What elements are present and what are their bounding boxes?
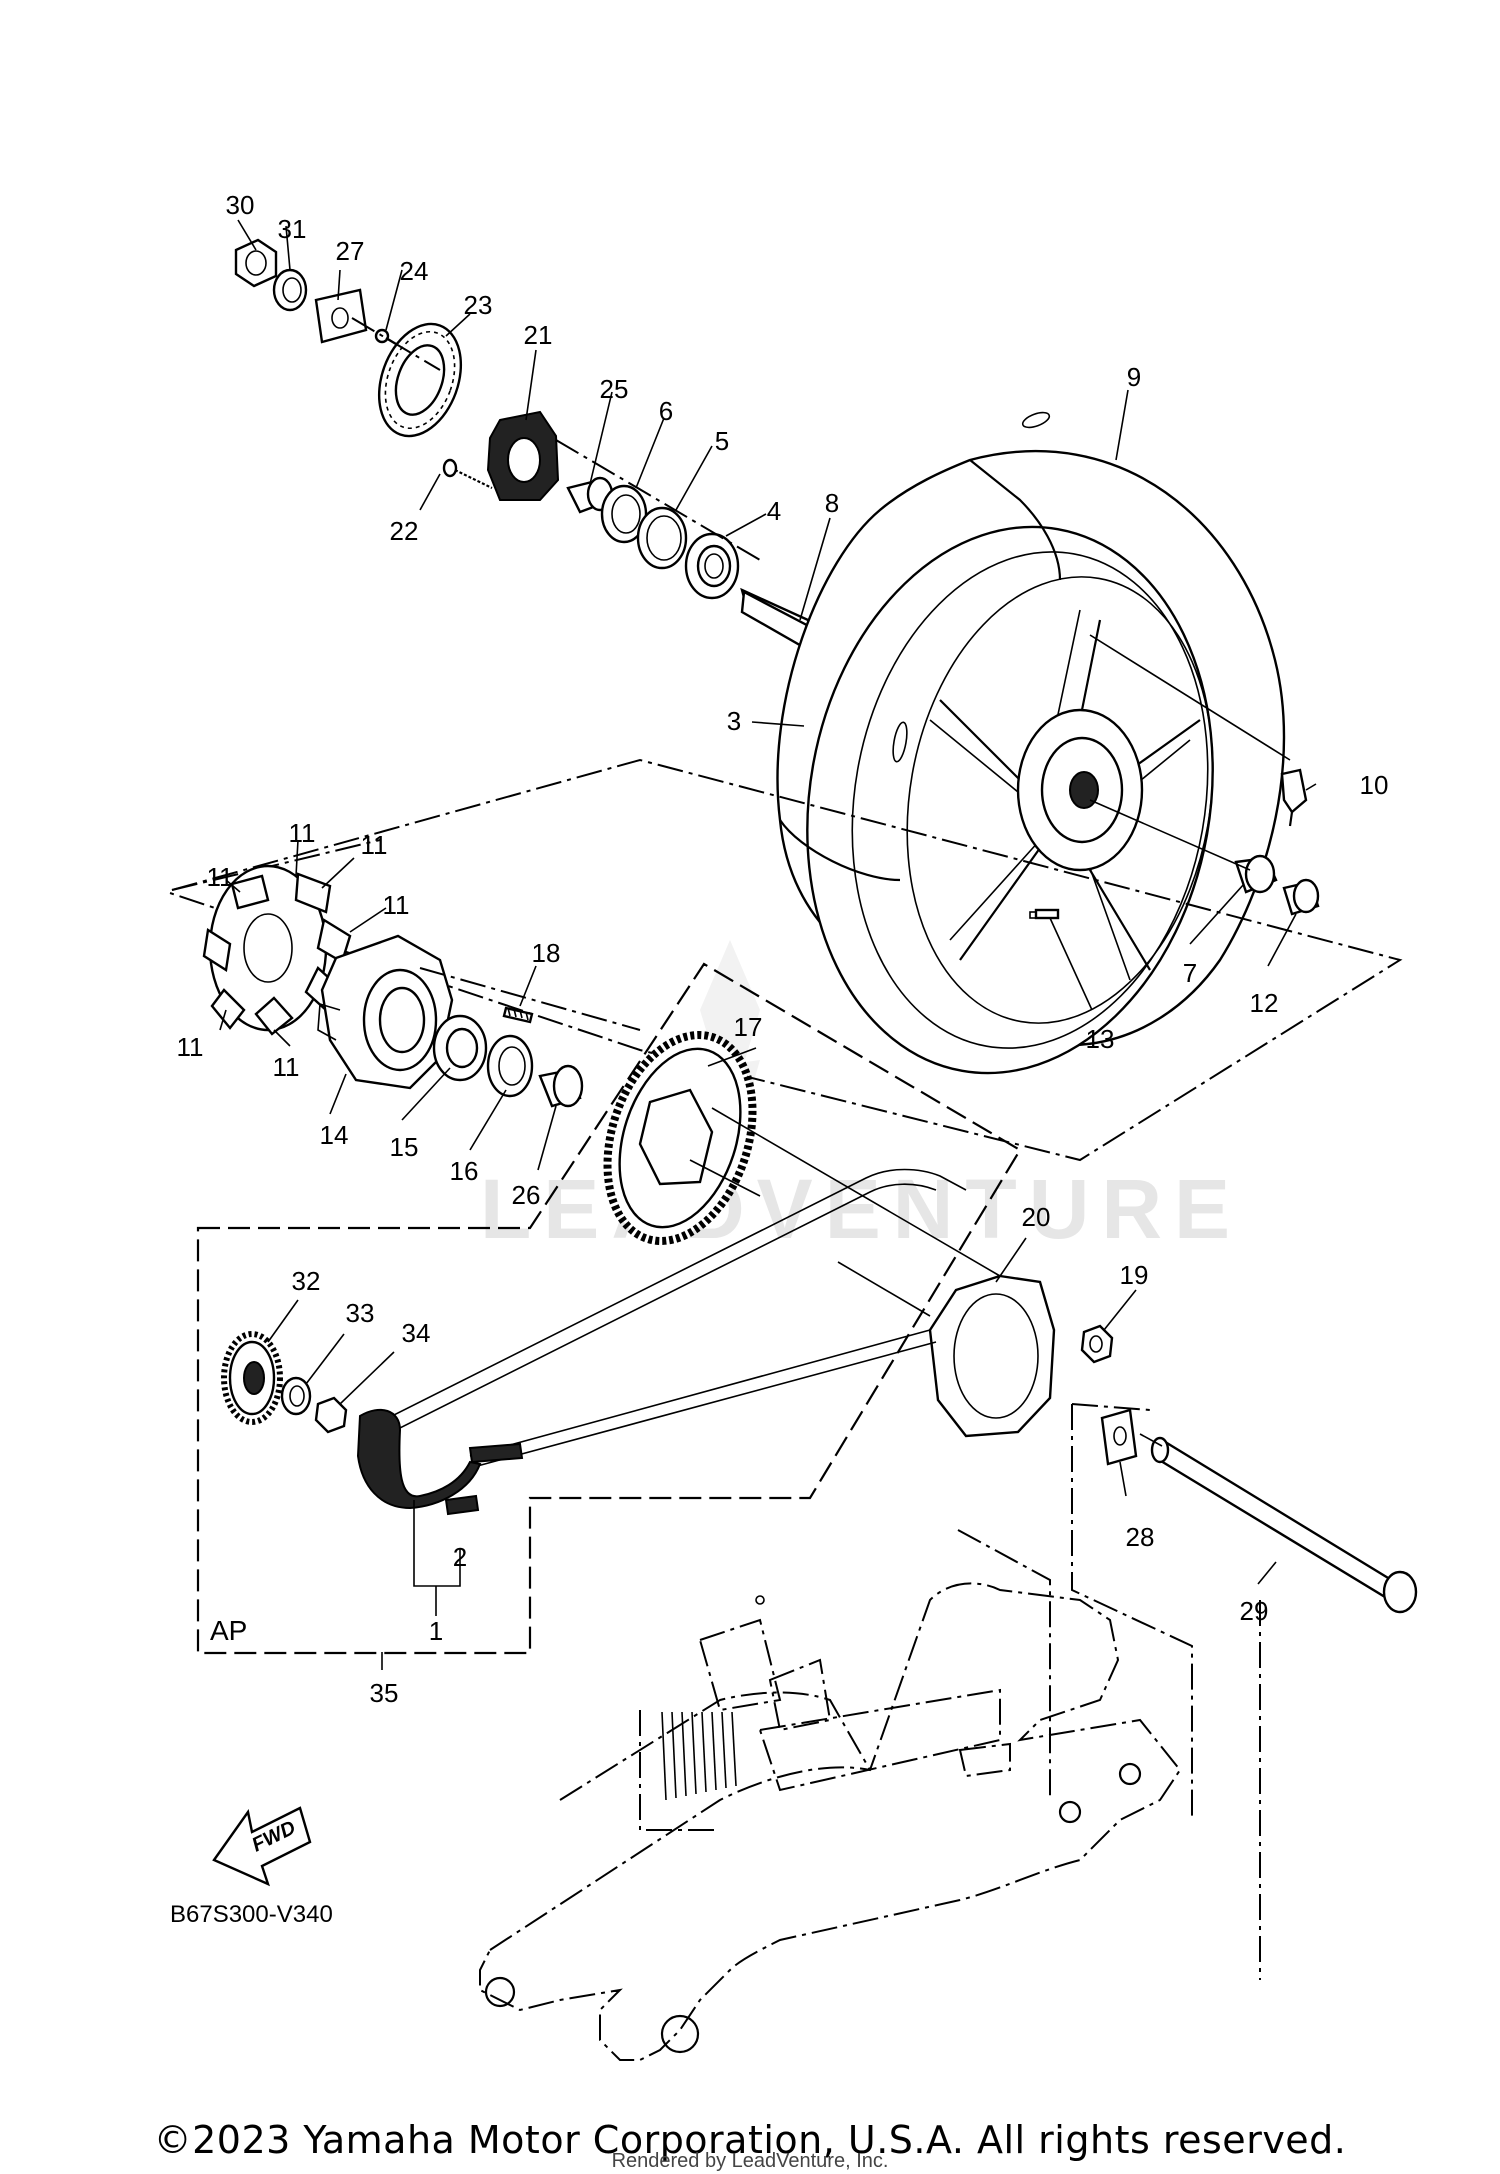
part-33-washer[interactable] (280, 1376, 312, 1416)
part-1-drive-chain[interactable] (356, 1168, 967, 1510)
part-16-oil-seal[interactable] (486, 1034, 534, 1098)
part-22-bolt[interactable] (442, 458, 493, 489)
callout-5[interactable]: 5 (715, 426, 729, 456)
callout-17[interactable]: 17 (734, 1012, 763, 1042)
part-19-nut[interactable] (1080, 1324, 1114, 1364)
callout-11-right[interactable]: 11 (383, 890, 410, 920)
callout-7[interactable]: 7 (1183, 958, 1197, 988)
callout-35[interactable]: 35 (370, 1678, 399, 1708)
callout-4[interactable]: 4 (767, 496, 781, 526)
callout-19[interactable]: 19 (1120, 1260, 1149, 1290)
callout-9[interactable]: 9 (1127, 362, 1141, 392)
part-17-rear-sprocket[interactable] (583, 1016, 778, 1260)
part-28-adjuster[interactable] (1100, 1408, 1138, 1466)
part-13-balance-weight[interactable] (1034, 908, 1060, 920)
part-11-dampers[interactable] (202, 864, 352, 1036)
callout-24[interactable]: 24 (400, 256, 429, 286)
callout-11-bottom[interactable]: 11 (273, 1052, 300, 1082)
part-12-collar[interactable] (1282, 878, 1320, 916)
part-34-nut[interactable] (314, 1396, 348, 1434)
part-2-master-link[interactable] (444, 1494, 480, 1516)
part-26-collar[interactable] (538, 1064, 584, 1108)
callout-20[interactable]: 20 (1022, 1202, 1051, 1232)
svg-text:LEADVENTURE: LEADVENTURE (480, 1162, 1242, 1256)
callout-2[interactable]: 2 (453, 1542, 467, 1572)
wheel-group-outline (169, 758, 1403, 1162)
part-20-cover[interactable] (928, 1274, 1056, 1438)
callout-28[interactable]: 28 (1126, 1522, 1155, 1552)
group-label-ap: AP (210, 1615, 247, 1646)
callout-22[interactable]: 22 (390, 516, 419, 546)
callout-14[interactable]: 14 (320, 1120, 349, 1150)
callout-15[interactable]: 15 (390, 1132, 419, 1162)
part-3-rim[interactable] (765, 410, 1254, 1106)
callout-10[interactable]: 10 (1360, 770, 1389, 800)
callout-6[interactable]: 6 (659, 396, 673, 426)
swingarm (479, 1582, 1182, 2061)
part-15-bearing[interactable] (432, 1014, 488, 1082)
callout-16[interactable]: 16 (450, 1156, 479, 1186)
callout-1[interactable]: 1 (429, 1616, 443, 1646)
callout-13[interactable]: 13 (1086, 1024, 1115, 1054)
callout-11-bottom-left[interactable]: 11 (177, 1032, 204, 1062)
part-14-clutch-hub[interactable] (317, 934, 454, 1090)
callout-34[interactable]: 34 (402, 1318, 431, 1348)
rendered-by-credit: Rendered by LeadVenture, Inc. (611, 2150, 889, 2172)
callout-25[interactable]: 25 (600, 374, 629, 404)
axle-hardware-group (234, 238, 840, 664)
callout-18[interactable]: 18 (532, 938, 561, 968)
part-18-stud[interactable] (502, 1006, 534, 1024)
callout-11-top[interactable]: 11 (289, 818, 316, 848)
callout-21[interactable]: 21 (524, 320, 553, 350)
part-6-oil-seal[interactable] (600, 484, 648, 544)
part-29-axle[interactable] (1139, 1433, 1418, 1614)
part-27-plate[interactable] (314, 288, 368, 344)
part-10-valve[interactable] (1280, 768, 1308, 827)
hub-damper-group (202, 864, 641, 1108)
callout-27[interactable]: 27 (336, 236, 365, 266)
callout-12[interactable]: 12 (1250, 988, 1279, 1018)
part-21-flange[interactable] (486, 410, 560, 501)
diagram-code: B67S300-V340 (170, 1901, 333, 1928)
part-31-washer[interactable] (272, 268, 308, 312)
fwd-direction-arrow: FWD (212, 1806, 312, 1887)
callout-32[interactable]: 32 (292, 1266, 321, 1296)
callout-30[interactable]: 30 (226, 190, 255, 220)
callout-31[interactable]: 31 (278, 214, 307, 244)
callout-23[interactable]: 23 (464, 290, 493, 320)
part-30-nut[interactable] (234, 238, 278, 288)
callout-8[interactable]: 8 (825, 488, 839, 518)
callout-3[interactable]: 3 (727, 706, 741, 736)
sprocket-kit-outline (196, 962, 1022, 1655)
part-32-front-sprocket[interactable] (221, 1331, 283, 1425)
callout-29[interactable]: 29 (1240, 1596, 1269, 1626)
callout-11-left[interactable]: 11 (207, 862, 234, 892)
callout-33[interactable]: 33 (346, 1298, 375, 1328)
copyright-notice: ©2023 Yamaha Motor Corporation, U.S.A. A… (153, 2118, 1347, 2162)
leader-lines (219, 219, 1317, 1585)
rear-wheel-assembly (765, 410, 1320, 1106)
part-23-plate[interactable] (364, 313, 475, 448)
part-5-circlip[interactable] (636, 506, 688, 570)
callout-labels: 30 31 27 24 23 21 22 25 6 5 4 8 9 3 10 7… (177, 190, 1389, 1708)
part-4-bearing[interactable] (684, 532, 740, 600)
callout-26[interactable]: 26 (512, 1180, 541, 1210)
callout-11-upper-right[interactable]: 11 (361, 830, 388, 860)
part-7-bearing[interactable] (1234, 854, 1278, 894)
